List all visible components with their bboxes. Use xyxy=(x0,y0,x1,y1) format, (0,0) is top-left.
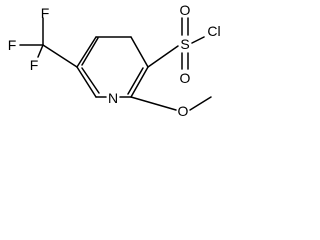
ring-bonds xyxy=(76,36,149,98)
oxygen-bottom-label: O xyxy=(180,70,191,86)
ring-nitrogen-label: N xyxy=(108,90,118,106)
sulfonyl-bonds xyxy=(147,17,205,70)
methoxy-bonds xyxy=(130,96,212,111)
methoxy-oxygen-bond xyxy=(130,96,177,111)
sulfur-ring-bond xyxy=(147,45,179,68)
ring-bond xyxy=(130,36,149,68)
fluorine-bottom-bond xyxy=(37,44,44,58)
chlorine-label: Cl xyxy=(207,23,220,39)
fluorine-top-label: F xyxy=(41,5,50,21)
fluorine-left-label: F xyxy=(8,37,17,53)
fluorine-bottom-label: F xyxy=(30,57,39,73)
oxygen-top-label: O xyxy=(180,2,191,18)
ring-bond xyxy=(127,67,144,95)
atom-labels: F F F S O O Cl N O xyxy=(8,2,221,119)
ring-bond xyxy=(81,67,100,94)
ring-bond xyxy=(76,36,97,68)
ring-bond xyxy=(76,66,97,98)
methoxy-oxygen-label: O xyxy=(178,103,189,119)
methyl-bond xyxy=(189,96,212,111)
trifluoromethyl-bonds xyxy=(19,17,78,68)
chemical-structure: F F F S O O Cl N O xyxy=(8,2,221,119)
sulfur-chlorine-bond xyxy=(191,36,205,44)
ring-bond xyxy=(81,37,99,66)
sulfur-label: S xyxy=(180,36,189,52)
cf3-carbon-bond xyxy=(42,44,78,68)
ring-bond xyxy=(130,66,149,98)
